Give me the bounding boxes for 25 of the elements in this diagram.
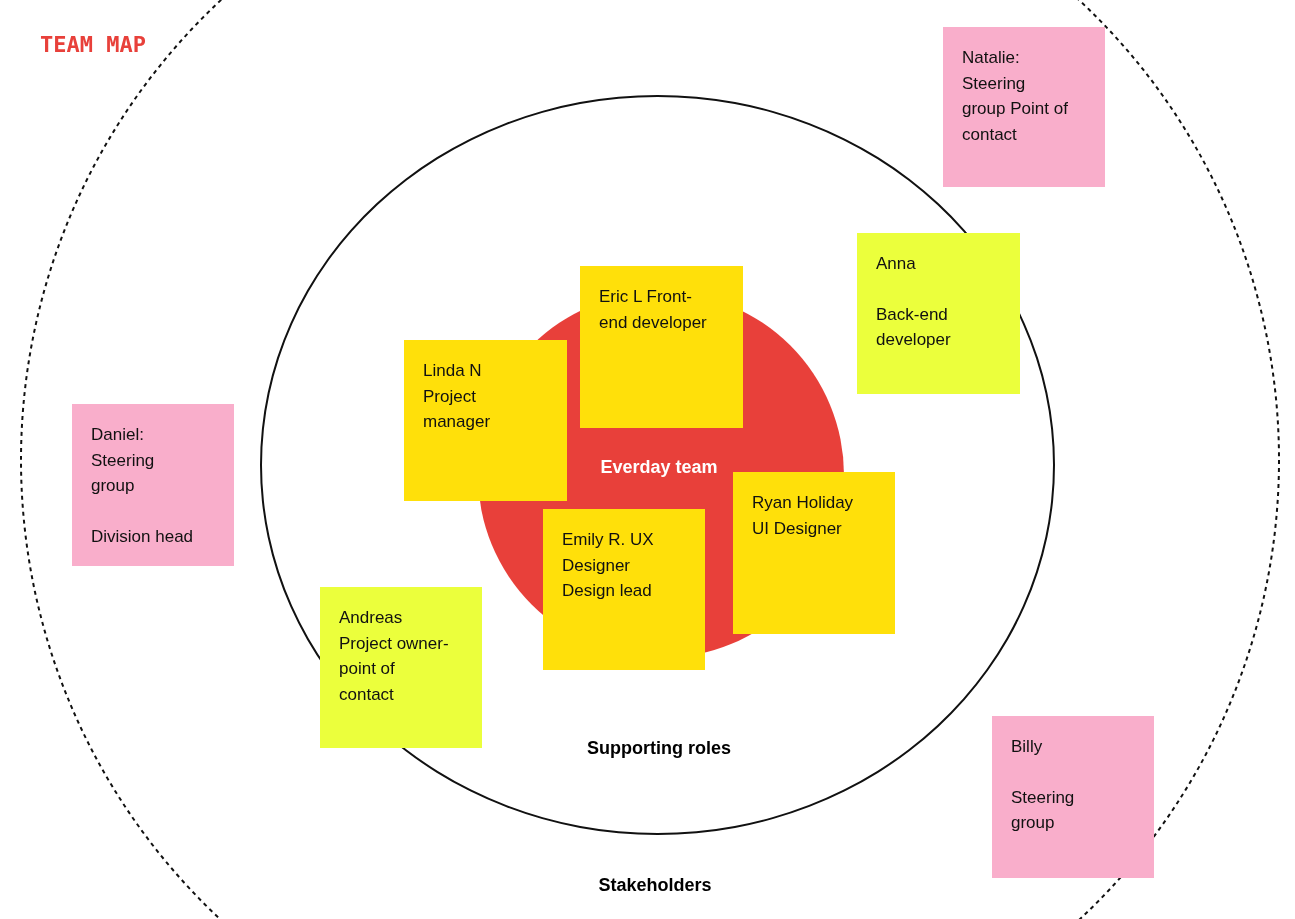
note-text: Andreas Project owner- point of contact bbox=[339, 607, 449, 706]
sticky-note bbox=[404, 340, 567, 501]
note-text: Natalie: Steering group Point of contact bbox=[962, 47, 1069, 146]
note-text: Steering group bbox=[1011, 786, 1076, 834]
region-label: Everday team bbox=[600, 456, 718, 478]
sticky-note bbox=[992, 716, 1154, 878]
title: TEAM MAP bbox=[40, 32, 146, 57]
sticky-note bbox=[580, 266, 743, 428]
region-label: Supporting roles bbox=[587, 737, 731, 759]
sticky-note bbox=[320, 587, 482, 748]
note-text: Billy bbox=[1011, 736, 1044, 758]
sticky-note bbox=[857, 233, 1020, 394]
note-text: Ryan Holiday UI Designer bbox=[752, 492, 855, 540]
sticky-note bbox=[543, 509, 705, 670]
sticky-note bbox=[943, 27, 1105, 187]
sticky-note bbox=[72, 404, 234, 566]
region-label: Stakeholders bbox=[598, 874, 712, 896]
note-text: Anna bbox=[876, 253, 917, 275]
note-text: Emily R. UX Designer Design lead bbox=[562, 529, 655, 602]
note-text: Daniel: Steering group bbox=[91, 424, 156, 497]
note-text: Eric L Front-end developer bbox=[599, 286, 708, 334]
note-text: Linda N Project manager bbox=[423, 360, 492, 433]
sticky-note bbox=[733, 472, 895, 634]
note-text: Division head bbox=[91, 525, 195, 548]
note-text: Back-end developer bbox=[876, 303, 952, 351]
